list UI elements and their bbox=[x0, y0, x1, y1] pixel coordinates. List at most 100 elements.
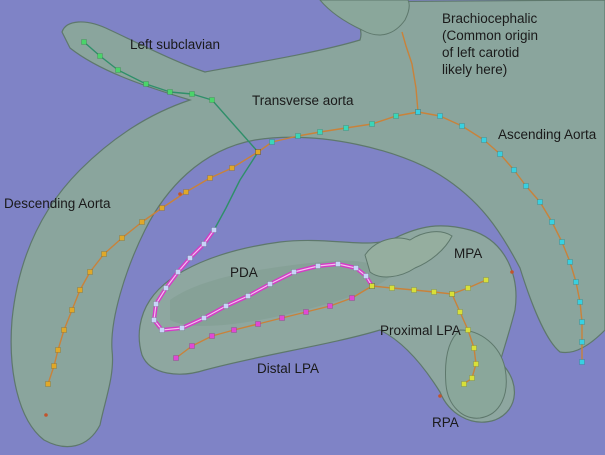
centerline-marker[interactable] bbox=[335, 261, 341, 267]
centerline-marker[interactable] bbox=[573, 279, 579, 285]
centerline-marker[interactable] bbox=[45, 381, 51, 387]
centerline-marker[interactable] bbox=[411, 287, 417, 293]
centerline-marker[interactable] bbox=[231, 327, 237, 333]
centerline-marker[interactable] bbox=[559, 239, 565, 245]
centerline-marker[interactable] bbox=[55, 347, 61, 353]
centerline-marker[interactable] bbox=[369, 121, 375, 127]
centerline-marker[interactable] bbox=[189, 343, 195, 349]
centerline-marker[interactable] bbox=[465, 327, 471, 333]
centerline-marker[interactable] bbox=[97, 53, 103, 59]
centerline-marker[interactable] bbox=[349, 295, 355, 301]
centerline-marker[interactable] bbox=[481, 137, 487, 143]
centerline-marker[interactable] bbox=[163, 285, 169, 291]
centerline-marker[interactable] bbox=[167, 89, 173, 95]
centerline-marker[interactable] bbox=[537, 199, 543, 205]
centerline-marker[interactable] bbox=[151, 317, 157, 323]
centerline-marker[interactable] bbox=[223, 303, 229, 309]
centerline-marker[interactable] bbox=[153, 301, 159, 307]
endpoint-dot[interactable] bbox=[178, 192, 182, 196]
centerline-marker[interactable] bbox=[159, 205, 165, 211]
centerline-marker[interactable] bbox=[327, 303, 333, 309]
label-rpa: RPA bbox=[432, 415, 459, 430]
centerline-marker[interactable] bbox=[173, 355, 179, 361]
centerline-marker[interactable] bbox=[431, 289, 437, 295]
centerline-marker[interactable] bbox=[449, 291, 455, 297]
centerline-marker[interactable] bbox=[209, 97, 215, 103]
centerline-marker[interactable] bbox=[207, 175, 213, 181]
centerline-marker[interactable] bbox=[497, 151, 503, 157]
centerline-marker[interactable] bbox=[393, 113, 399, 119]
centerline-marker[interactable] bbox=[567, 259, 573, 265]
centerline-marker[interactable] bbox=[315, 263, 321, 269]
centerline-marker[interactable] bbox=[471, 345, 477, 351]
centerline-marker[interactable] bbox=[189, 91, 195, 97]
centerline-marker[interactable] bbox=[415, 109, 421, 115]
centerline-marker[interactable] bbox=[183, 189, 189, 195]
centerline-marker[interactable] bbox=[291, 269, 297, 275]
centerline-marker[interactable] bbox=[279, 315, 285, 321]
centerline-marker[interactable] bbox=[579, 339, 585, 345]
centerline-marker[interactable] bbox=[459, 123, 465, 129]
endpoint-dot[interactable] bbox=[510, 270, 514, 274]
centerline-marker[interactable] bbox=[473, 361, 479, 367]
centerline-marker[interactable] bbox=[343, 125, 349, 131]
label-brachiocephalic-line4: likely here) bbox=[442, 62, 508, 77]
centerline-marker[interactable] bbox=[119, 235, 125, 241]
endpoint-dot[interactable] bbox=[44, 413, 48, 417]
centerline-marker[interactable] bbox=[363, 273, 369, 279]
centerline-marker[interactable] bbox=[255, 321, 261, 327]
label-brachiocephalic-line1: Brachiocephalic bbox=[442, 11, 538, 26]
mpa-valve-surface bbox=[364, 231, 453, 278]
centerline-marker[interactable] bbox=[295, 133, 301, 139]
centerline-marker[interactable] bbox=[461, 381, 467, 387]
centerline-marker[interactable] bbox=[179, 325, 185, 331]
centerline-marker[interactable] bbox=[577, 299, 583, 305]
brachiocephalic-vessel-surface bbox=[319, 0, 410, 36]
centerline-marker[interactable] bbox=[245, 293, 251, 299]
pda-centerline bbox=[213, 151, 259, 231]
centerline-marker[interactable] bbox=[437, 113, 443, 119]
centerline-marker[interactable] bbox=[465, 285, 471, 291]
markers-group bbox=[44, 39, 585, 417]
centerline-marker[interactable] bbox=[483, 277, 489, 283]
centerline-marker[interactable] bbox=[187, 255, 193, 261]
centerline-marker[interactable] bbox=[579, 319, 585, 325]
centerline-marker[interactable] bbox=[175, 269, 181, 275]
centerline-marker[interactable] bbox=[389, 285, 395, 291]
centerline-marker[interactable] bbox=[457, 309, 463, 315]
label-distal-lpa: Distal LPA bbox=[257, 361, 320, 376]
centerline-marker[interactable] bbox=[469, 375, 475, 381]
centerline-marker[interactable] bbox=[61, 327, 67, 333]
centerline-marker[interactable] bbox=[69, 307, 75, 313]
centerline-marker[interactable] bbox=[201, 315, 207, 321]
centerline-marker[interactable] bbox=[269, 139, 275, 145]
centerline-marker[interactable] bbox=[115, 67, 121, 73]
centerline-marker[interactable] bbox=[159, 327, 165, 333]
centerline-marker[interactable] bbox=[139, 219, 145, 225]
centerline-marker[interactable] bbox=[77, 287, 83, 293]
centerline-marker[interactable] bbox=[353, 265, 359, 271]
centerline-marker[interactable] bbox=[51, 363, 57, 369]
centerline-marker[interactable] bbox=[255, 149, 261, 155]
centerline-marker[interactable] bbox=[303, 309, 309, 315]
centerline-marker[interactable] bbox=[211, 227, 217, 233]
centerline-marker[interactable] bbox=[229, 165, 235, 171]
centerline-marker[interactable] bbox=[511, 167, 517, 173]
centerline-marker[interactable] bbox=[317, 129, 323, 135]
centerline-marker[interactable] bbox=[579, 359, 585, 365]
centerline-marker[interactable] bbox=[523, 183, 529, 189]
centerline-marker[interactable] bbox=[201, 241, 207, 247]
ascending-aorta-centerline bbox=[417, 111, 583, 362]
endpoint-dot[interactable] bbox=[438, 394, 442, 398]
centerline-marker[interactable] bbox=[143, 81, 149, 87]
centerline-marker[interactable] bbox=[549, 219, 555, 225]
centerline-marker[interactable] bbox=[369, 283, 375, 289]
label-proximal-lpa: Proximal LPA bbox=[380, 323, 461, 338]
centerline-marker[interactable] bbox=[209, 333, 215, 339]
centerline-marker[interactable] bbox=[81, 39, 87, 45]
centerline-marker[interactable] bbox=[267, 281, 273, 287]
centerline-marker[interactable] bbox=[87, 269, 93, 275]
centerline-marker[interactable] bbox=[101, 251, 107, 257]
